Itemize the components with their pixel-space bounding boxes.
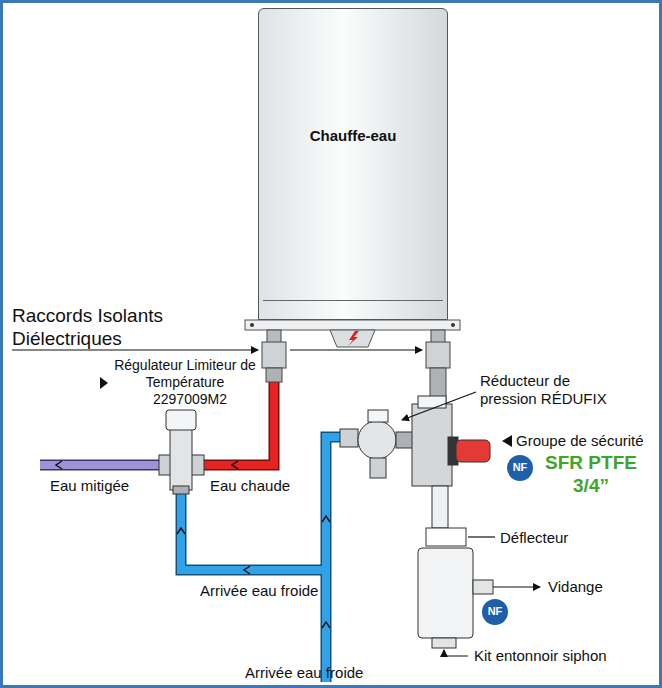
leader-lines [468,536,495,537]
flow-chevrons [177,528,185,534]
part-label: NF [481,605,509,618]
flow-chevrons [244,566,250,574]
heater-fittings [426,342,450,368]
nf-logos [507,455,533,481]
part-label: SFR PTFE 3/4” [541,452,641,498]
temperature-regulator [166,410,196,430]
label-markers [100,377,108,389]
deflector-and-funnel [473,580,493,594]
part-label: Arrivée eau froide [200,582,350,600]
leader-lines [402,392,540,656]
part-label: 2297009M2 [140,391,240,408]
heater-bracket [330,330,375,347]
heater-bracket [451,323,455,327]
leader-lines [444,650,468,656]
label-markers [502,435,512,447]
part-label: Régulateur Limiteur de Température [110,357,260,391]
leader-lines [402,392,476,420]
flow-chevrons [322,516,330,522]
mixed-pipe [40,465,160,466]
cold-pipe [181,488,326,570]
safety-group [412,396,490,528]
pressure-reducer [358,421,396,459]
safety-group [456,440,490,462]
part-label: Groupe de sécurité [516,432,656,450]
heater-bracket [245,320,460,330]
part-label: Eau mitigée [50,477,150,495]
heater-fittings [262,342,286,368]
temperature-regulator [159,410,204,494]
heater-fittings [266,368,282,382]
dielectric-leader [12,350,422,351]
mixed-pipe [40,460,160,471]
dielectric-leader [12,349,258,350]
part-label: Vidange [548,578,648,596]
flow-chevrons [56,461,62,469]
pressure-reducer [370,458,386,478]
part-label: Kit entonnoir siphon [474,647,654,665]
pressure-reducer [368,410,388,422]
cold-pipe [181,437,346,682]
temperature-regulator [170,428,192,490]
pressure-reducer [340,429,358,447]
leader-lines [493,586,540,587]
cold-pipe [326,437,346,682]
heater-bracket [250,323,254,327]
temperature-regulator [173,486,189,494]
tank-seam [263,300,443,301]
part-label: Eau chaude [210,477,310,495]
part-label: Déflecteur [500,529,600,547]
deflector-and-funnel [418,548,473,638]
part-label: NF [506,461,534,474]
safety-group [432,486,448,528]
flow-chevrons [232,461,238,469]
nf-logos [482,599,508,625]
heater-bracket [348,331,359,346]
mixed-pipe [40,461,160,469]
deflector-and-funnel [426,528,466,546]
safety-group [412,404,452,486]
tank-label: Chauffe-eau [267,127,439,144]
pressure-reducer [396,432,414,448]
cold-pipe [181,488,326,570]
part-label: Arrivée eau froide [245,664,395,682]
heater-fittings [262,330,450,406]
part-label: Raccords Isolants Diélectriques [12,305,252,351]
dielectric-leader [290,349,422,350]
flow-chevrons [322,622,330,628]
part-label: Réducteur de pression RÉDUFIX [480,372,610,408]
water-heater-tank: Chauffe-eau [258,8,448,320]
deflector-and-funnel [418,528,493,648]
cold-pipe [326,437,346,682]
deflector-and-funnel [432,638,456,648]
safety-group [418,396,446,408]
